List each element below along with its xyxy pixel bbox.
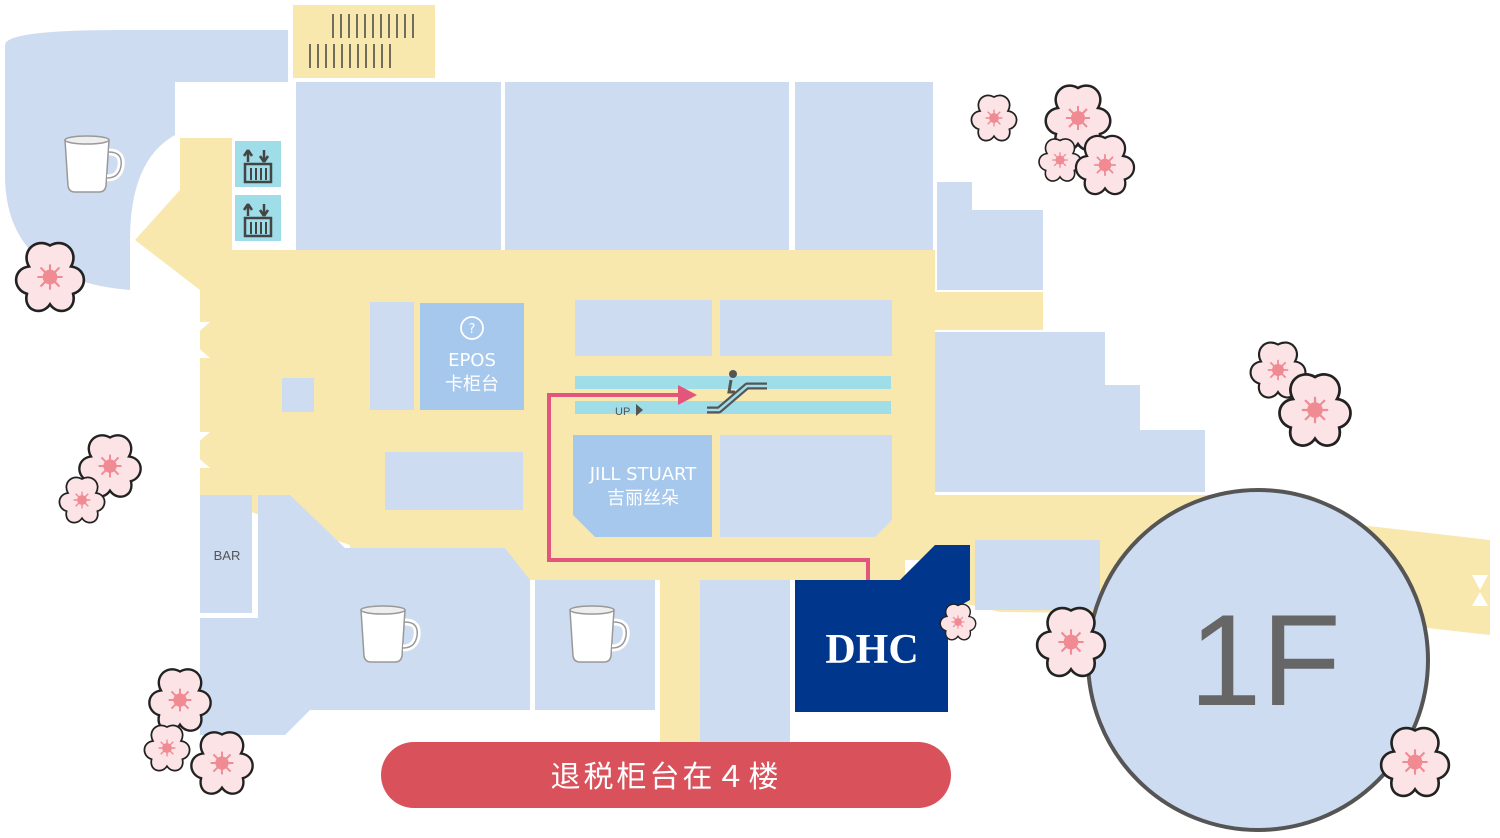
- cherry-blossom-icon: [939, 603, 977, 641]
- escalator-lane-top: [575, 376, 891, 389]
- loading-area-stripes: [309, 14, 414, 68]
- up-label: UP: [615, 406, 630, 418]
- floor-label: 1F: [1189, 587, 1341, 733]
- epos-card-counter[interactable]: [420, 303, 524, 410]
- tax-refund-notice-text: 退税柜台在４楼: [551, 760, 782, 795]
- epos-label: EPOS: [448, 350, 496, 371]
- info-icon: [460, 316, 484, 340]
- elevator-icon: [233, 193, 283, 243]
- cherry-blossom-icon: [970, 94, 1018, 142]
- cherry-blossom-icon: [1035, 606, 1107, 678]
- door-icon: [162, 283, 1488, 606]
- route-path: [547, 393, 870, 580]
- cherry-blossom-icon: [1038, 138, 1082, 182]
- cherry-blossom-icon: [1074, 134, 1136, 196]
- epos-sub-label: 卡柜台: [445, 374, 499, 395]
- jill-stuart-shop[interactable]: [573, 435, 712, 537]
- elevator-icon: [233, 139, 283, 189]
- escalator-icon: [707, 370, 767, 414]
- cherry-blossom-icon: [1278, 373, 1352, 447]
- up-arrow-icon: [636, 404, 643, 416]
- route-arrow: [678, 385, 697, 405]
- cherry-blossom-icon: [14, 241, 86, 313]
- bar-label: BAR: [214, 548, 241, 563]
- tax-refund-notice-banner: [381, 742, 951, 808]
- dhc-shop[interactable]: [795, 545, 970, 712]
- shop-blocks: [5, 30, 1205, 743]
- jill-stuart-sub-label: 吉丽丝朵: [607, 488, 679, 509]
- cherry-blossom-icon: [148, 668, 212, 732]
- cherry-blossom-icon: [58, 476, 106, 524]
- escalator-lane-bottom: [575, 401, 891, 414]
- cherry-blossom-icon: [190, 731, 254, 795]
- cherry-blossom-icon: [1379, 726, 1451, 798]
- cherry-blossom-icon: [143, 724, 191, 772]
- info-symbol: ?: [469, 322, 476, 337]
- floor-badge: 1F: [1086, 488, 1430, 832]
- jill-stuart-label: JILL STUART: [589, 464, 698, 485]
- dhc-label: DHC: [825, 627, 918, 673]
